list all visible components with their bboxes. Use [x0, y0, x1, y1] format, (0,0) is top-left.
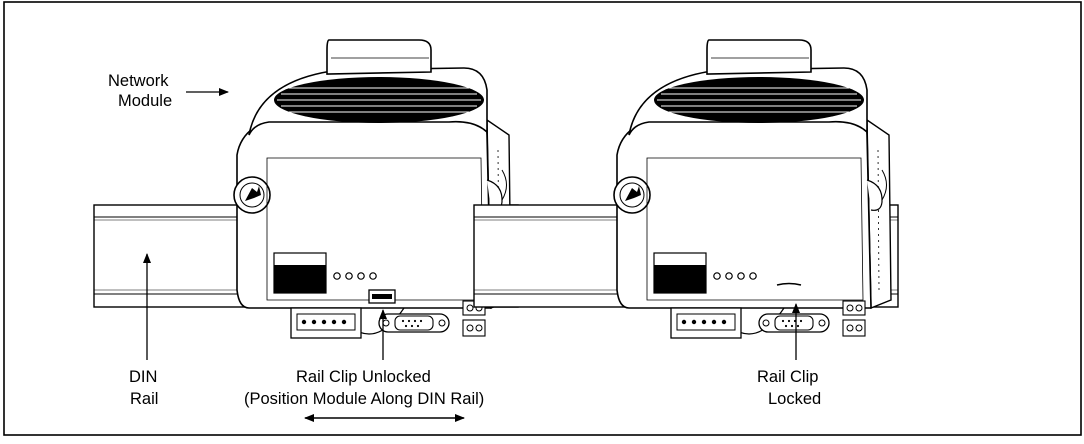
label-din-rail-line1: DIN [129, 368, 157, 386]
label-rail-clip-locked-line1: Rail Clip [757, 368, 818, 386]
label-rail-clip-locked-line2: Locked [768, 390, 821, 408]
label-rail-clip-unlocked-line2: (Position Module Along DIN Rail) [244, 390, 484, 408]
label-network-module-line1: Network [108, 72, 169, 90]
label-din-rail-line2: Rail [130, 390, 158, 408]
rail-clip-locked [776, 282, 802, 286]
label-network-module-line2: Module [118, 92, 172, 110]
label-rail-clip-unlocked-line1: Rail Clip Unlocked [296, 368, 431, 386]
rail-clip-unlocked [368, 289, 396, 304]
